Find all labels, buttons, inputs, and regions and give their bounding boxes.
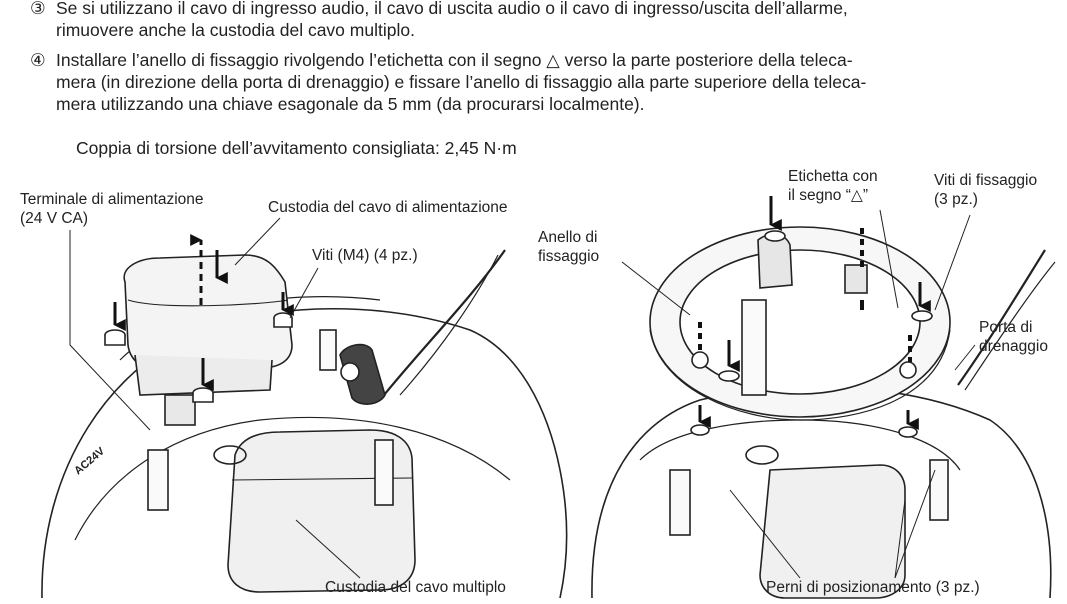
leader-lines [621,209,976,579]
screw-icon [273,312,293,328]
screw-icon [718,370,740,382]
screw-icon [764,230,786,242]
screw-icon [911,310,933,322]
step-4: ④ Installare l’anello di fissaggio rivol… [30,49,866,115]
multi-cable-cover [227,429,416,593]
left-cable [379,249,506,401]
fixing-ring-inner [679,249,921,395]
right-camera-figure [591,196,1056,599]
step-line: mera (in direzione della porta di drenag… [56,72,867,92]
left-camera-base [74,416,511,541]
screws-label: Viti (M4) (4 pz.) [312,247,418,264]
screw-icon [898,426,918,438]
power-cover-label: Custodia del cavo di alimentazione [268,199,508,216]
screw-icon [104,329,126,346]
board-text: AC24V [72,445,107,477]
screw-icon [690,424,710,436]
drain-label: Porta di drenaggio [979,319,1048,355]
leader-lines [69,217,361,579]
step-number: ④ [30,50,46,70]
terminal-label: Terminale di alimentazione (24 V CA) [20,191,204,227]
pins-label: Perni di posizionamento (3 pz.) [766,579,980,596]
torque-note: Coppia di torsione dell’avvitamento cons… [76,138,517,158]
step-line: Installare l’anello di fissaggio rivolge… [56,50,853,70]
power-cable-cover [123,254,293,373]
multi-cover-label: Custodia del cavo multiplo [325,579,506,596]
step-line: mera utilizzando una chiave esagonale da… [56,94,645,114]
tag-label: Etichetta con il segno “△” [788,168,878,204]
screw-icon [192,387,214,403]
step-3: ③ Se si utilizzano il cavo di ingresso a… [30,0,848,41]
step-line: Se si utilizzano il cavo di ingresso aud… [56,0,848,18]
right-cable [957,249,1046,386]
ring-label: Anello di fissaggio [538,229,600,265]
step-line: rimuovere anche la custodia del cavo mul… [56,20,415,40]
left-camera-figure [41,217,568,599]
step-number: ③ [30,0,46,18]
right-multi-cover [759,464,906,599]
left-camera-dome [41,308,568,599]
fix-screws-label: Viti di fissaggio (3 pz.) [934,172,1038,208]
